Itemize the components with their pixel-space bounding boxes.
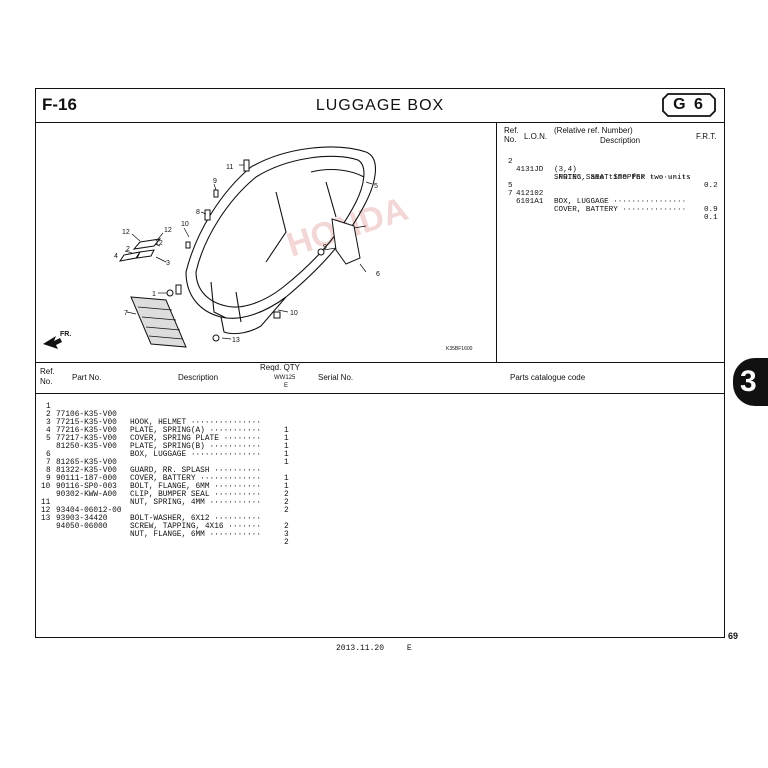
drawing-code: K35BF1600 [446, 346, 473, 352]
parts-ref-no-header: Ref.No. [40, 367, 55, 386]
parts-description-header: Description [178, 373, 219, 382]
front-arrow-icon [43, 336, 62, 349]
relative-ref-header: (Relative ref. Number) [554, 126, 633, 135]
model-header: WW125 [274, 375, 296, 381]
table-row: 13 94050-06000 NUT, FLANGE, 6MM ········… [41, 515, 289, 547]
table-row: 9 90116-SP0-003 CLIP, BUMPER SEAL ······… [46, 475, 289, 507]
section-tab: 3 [733, 358, 768, 406]
model-sub-header: E [284, 383, 289, 389]
callout-11: 11 [226, 164, 233, 171]
callout-10: 10 [290, 310, 298, 317]
callout-7: 7 [124, 310, 128, 317]
description-header: Description [600, 136, 641, 145]
callout-8: 8 [196, 209, 200, 216]
luggage-box-drawing: HONDA [43, 146, 473, 352]
table-row: 12 93903-34420 SCREW, TAPPING, 4X16 ····… [41, 507, 289, 539]
table-row: 5 81250-K35-V00 BOX, LUGGAGE ···········… [46, 435, 289, 467]
section-divider [36, 362, 724, 363]
figure-id: F-16 [42, 95, 77, 114]
catalogue-code-header: Parts catalogue code [510, 373, 586, 382]
parts-table-header: Ref.No. Part No. Description Reqd. QTY W… [36, 363, 724, 393]
labor-ref-table: Ref.No. L.O.N. (Relative ref. Number) De… [498, 124, 724, 360]
callout-9: 9 [213, 178, 217, 185]
callout-3: 3 [166, 260, 170, 267]
diagram-table-divider [496, 122, 497, 362]
group-code-box: G 6 [662, 93, 716, 117]
callout-numbers: 11 9 8 10 12 12 12 2 4 3 1 7 10 13 5 6 9 [114, 164, 380, 344]
table-row: 4 77217-K35-V00 PLATE, SPRING(B) ·······… [46, 427, 289, 459]
exploded-diagram: HONDA [36, 122, 496, 362]
ref-table-row: 5 412102 BOX, LUGGAGE ················ 0… [508, 182, 718, 214]
table-row: 3 77216-K35-V00 COVER, SPRING PLATE ····… [46, 419, 289, 451]
callout-12: 12 [122, 229, 130, 236]
ref-no-header: Ref.No. [504, 126, 519, 144]
battery-cover-part [130, 296, 187, 348]
parts-header-divider [36, 393, 724, 394]
table-row: 10 90302-KWW-A00 NUT, SPRING, 4MM ······… [41, 483, 289, 515]
callout-12: 12 [155, 240, 163, 247]
table-row: 2 77215-K35-V00 PLATE, SPRING(A) ·······… [46, 411, 289, 443]
reqd-qty-header: Reqd. QTY [260, 363, 301, 372]
page-title: LUGGAGE BOX [315, 97, 445, 114]
ref-table-row: 7 6101A1 COVER, BATTERY ·············· 0… [508, 190, 718, 222]
frt-header: F.R.T. [696, 132, 717, 141]
table-row: 1 77106-K35-V00 HOOK, HELMET ···········… [46, 403, 289, 435]
table-row: 7 81322-K35-V00 COVER, BATTERY ·········… [46, 459, 289, 491]
section-tab-number: 3 [740, 365, 757, 398]
hardware-parts [166, 159, 325, 342]
page-footer: 2013.11.20 E [336, 644, 430, 653]
footer-edition: E [406, 644, 412, 653]
callout-6: 6 [376, 271, 380, 278]
table-row: 8 90111-187-000 BOLT, FLANGE, 6MM ······… [46, 467, 289, 499]
page-header: F-16 LUGGAGE BOX G 6 [36, 89, 724, 123]
ref-table-row: 2 (3,4) [508, 158, 577, 174]
callout-9: 9 [323, 244, 327, 251]
serial-no-header: Serial No. [318, 373, 354, 382]
table-row: 6 81265-K35-V00 GUARD, RR. SPLASH ······… [46, 451, 289, 483]
group-code: G 6 [673, 96, 705, 113]
page-number: 69 [728, 631, 739, 641]
footer-date: 2013.11.20 [336, 644, 385, 653]
callout-1: 1 [152, 291, 156, 298]
ref-table-row: 4131JD SPRING, SEAT STOPPER ········· 0.… [516, 166, 718, 190]
callout-10: 10 [181, 221, 189, 228]
ref-table-row: .NOTE: Same time for two units [554, 174, 691, 182]
group-code-frame-icon [662, 93, 716, 117]
catalog-frame: F-16 LUGGAGE BOX G 6 HONDA [35, 88, 725, 638]
callout-12: 12 [164, 227, 172, 234]
direction-label: FR. [60, 331, 71, 338]
ref-table-header: Ref.No. L.O.N. (Relative ref. Number) De… [498, 124, 724, 150]
spring-plate-parts [118, 238, 162, 262]
callout-4: 4 [114, 253, 118, 260]
leader-lines [124, 164, 373, 340]
callout-13: 13 [232, 337, 240, 344]
lon-header: L.O.N. [524, 132, 548, 141]
callout-2: 2 [126, 246, 130, 253]
callout-5: 5 [374, 183, 378, 190]
rr-splash-guard-part [331, 218, 361, 265]
part-no-header: Part No. [72, 373, 102, 382]
table-row: 11 93404-06012-00 BOLT-WASHER, 6X12 ····… [41, 499, 289, 531]
